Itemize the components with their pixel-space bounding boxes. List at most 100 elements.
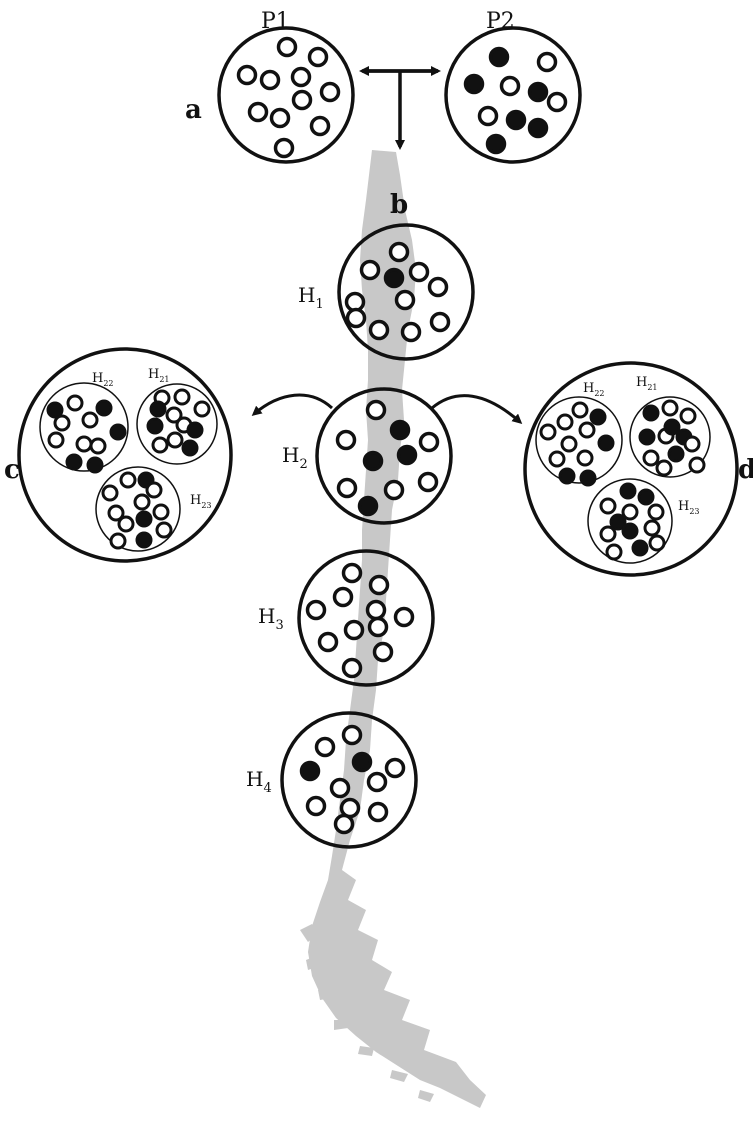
h2-filled-individual-5 bbox=[362, 450, 384, 472]
h2-open-individual-7 bbox=[336, 477, 358, 499]
d-h22-open-individual-6 bbox=[578, 421, 596, 439]
c-h23-open-individual-1 bbox=[119, 471, 137, 489]
c-h22-filled-individual-1 bbox=[46, 401, 64, 419]
c-h21-open-individual-5 bbox=[165, 406, 183, 424]
d-h23-open-individual-9 bbox=[643, 519, 661, 537]
chile-island-3 bbox=[318, 988, 332, 1000]
d-h23-open-individual-5 bbox=[647, 503, 665, 521]
panel-d-h23-circle bbox=[587, 478, 673, 564]
h2-open-individual-4 bbox=[418, 431, 440, 453]
panel-c-h22-circle bbox=[39, 382, 129, 472]
c-h22-open-individual-4 bbox=[53, 414, 71, 432]
label-h3: H3 bbox=[258, 604, 284, 633]
p1-open-individual-6 bbox=[319, 81, 341, 103]
label-d-h22: H22 bbox=[583, 381, 605, 398]
p2-filled-individual-1 bbox=[488, 46, 510, 68]
p1-open-individual-3 bbox=[236, 64, 258, 86]
d-h23-filled-individual-11 bbox=[631, 539, 649, 557]
d-h22-open-individual-9 bbox=[576, 449, 594, 467]
panel-c-outer-circle bbox=[17, 347, 233, 563]
d-h23-open-individual-4 bbox=[621, 503, 639, 521]
p1-open-individual-11 bbox=[273, 137, 295, 159]
h3-open-individual-11 bbox=[367, 616, 389, 638]
c-h23-open-individual-8 bbox=[152, 503, 170, 521]
c-h23-open-individual-3 bbox=[145, 481, 163, 499]
c-h22-filled-individual-10 bbox=[65, 453, 83, 471]
h3-open-individual-5 bbox=[365, 599, 387, 621]
d-h23-open-individual-12 bbox=[648, 534, 666, 552]
p2-open-individual-2 bbox=[536, 51, 558, 73]
c-h21-open-individual-10 bbox=[151, 436, 169, 454]
d-h21-open-individual-8 bbox=[642, 449, 660, 467]
d-h22-open-individual-1 bbox=[556, 413, 574, 431]
p1-open-individual-5 bbox=[290, 66, 312, 88]
h1-open-individual-4 bbox=[408, 261, 430, 283]
c-h23-open-individual-10 bbox=[155, 521, 173, 539]
p1-open-individual-7 bbox=[291, 89, 313, 111]
population-h3-circle bbox=[297, 549, 435, 687]
h2-open-individual-8 bbox=[383, 479, 405, 501]
h4-filled-individual-3 bbox=[299, 760, 321, 782]
panel-d-outer-circle bbox=[523, 361, 739, 577]
c-h22-open-individual-7 bbox=[47, 431, 65, 449]
population-p2-circle bbox=[444, 26, 582, 164]
c-h22-open-individual-9 bbox=[89, 437, 107, 455]
h3-open-individual-8 bbox=[317, 631, 339, 653]
p1-open-individual-8 bbox=[247, 101, 269, 123]
d-h22-filled-individual-3 bbox=[589, 408, 607, 426]
h4-open-individual-5 bbox=[384, 757, 406, 779]
d-h23-open-individual-10 bbox=[605, 543, 623, 561]
chile-island-5 bbox=[358, 1046, 374, 1056]
h4-filled-individual-4 bbox=[351, 751, 373, 773]
h4-open-individual-11 bbox=[333, 813, 355, 835]
c-h23-filled-individual-11 bbox=[135, 531, 153, 549]
d-h23-filled-individual-8 bbox=[621, 522, 639, 540]
h1-open-individual-11 bbox=[345, 307, 367, 329]
label-d-h23: H23 bbox=[678, 499, 700, 516]
label-c-h23: H23 bbox=[190, 493, 212, 510]
h3-open-individual-9 bbox=[372, 641, 394, 663]
label-d: d bbox=[738, 455, 753, 485]
population-h2-circle bbox=[315, 387, 453, 525]
h3-open-individual-10 bbox=[341, 657, 363, 679]
panel-d-h22-circle bbox=[535, 396, 623, 484]
p2-filled-individual-8 bbox=[505, 109, 527, 131]
c-h22-open-individual-2 bbox=[66, 394, 84, 412]
p2-filled-individual-9 bbox=[527, 117, 549, 139]
d-h21-filled-individual-9 bbox=[667, 445, 685, 463]
d-h22-open-individual-8 bbox=[548, 450, 566, 468]
c-h23-open-individual-4 bbox=[101, 484, 119, 502]
label-b: b bbox=[390, 190, 408, 220]
c-h21-open-individual-2 bbox=[173, 388, 191, 406]
d-h22-open-individual-2 bbox=[571, 401, 589, 419]
label-c-h21: H21 bbox=[148, 367, 170, 384]
label-c-h22: H22 bbox=[92, 371, 114, 388]
d-h23-filled-individual-6 bbox=[609, 513, 627, 531]
label-h2: H2 bbox=[282, 443, 308, 472]
chile-map-shape bbox=[308, 150, 486, 1108]
p1-open-individual-1 bbox=[276, 36, 298, 58]
p1-open-individual-4 bbox=[259, 69, 281, 91]
h2-filled-individual-2 bbox=[389, 419, 411, 441]
p2-open-individual-7 bbox=[477, 105, 499, 127]
chile-island-2 bbox=[306, 956, 320, 970]
h3-open-individual-1 bbox=[341, 562, 363, 584]
h2-open-individual-3 bbox=[335, 429, 357, 451]
h4-open-individual-1 bbox=[341, 724, 363, 746]
c-h22-open-individual-5 bbox=[81, 411, 99, 429]
h2-open-individual-9 bbox=[417, 471, 439, 493]
panel-c-h21-circle bbox=[136, 383, 218, 465]
h4-open-individual-7 bbox=[366, 771, 388, 793]
chile-map bbox=[300, 150, 486, 1108]
label-p1: P1 bbox=[261, 9, 290, 34]
h1-open-individual-9 bbox=[368, 319, 390, 341]
p2-open-individual-6 bbox=[546, 91, 568, 113]
d-h21-open-individual-2 bbox=[661, 399, 679, 417]
arrow-h2-to-d bbox=[431, 394, 523, 424]
h3-open-individual-2 bbox=[368, 574, 390, 596]
c-h22-filled-individual-3 bbox=[95, 399, 113, 417]
label-p2: P2 bbox=[486, 9, 515, 34]
h2-open-individual-1 bbox=[365, 399, 387, 421]
